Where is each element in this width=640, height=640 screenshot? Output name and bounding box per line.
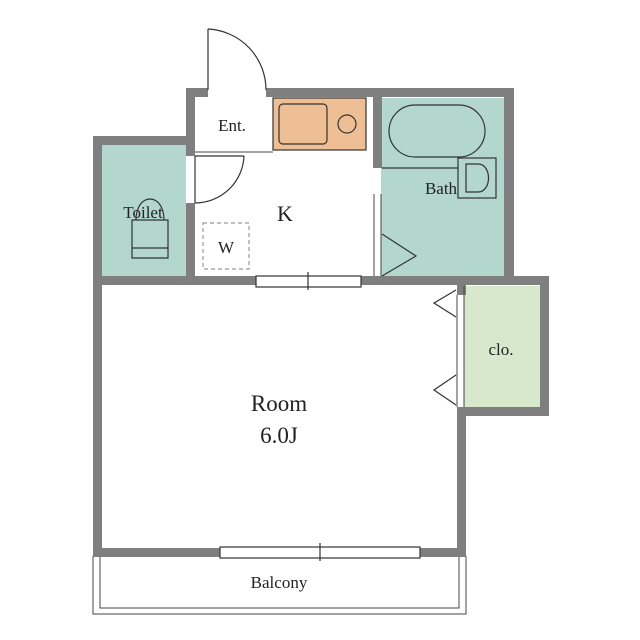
stove-icon — [337, 114, 357, 134]
entrance-door[interactable] — [207, 28, 267, 91]
bath-label: Bath — [425, 179, 458, 198]
closet-label: clo. — [488, 340, 513, 359]
washbasin-icon — [457, 157, 497, 199]
kitchen-counter — [272, 97, 367, 151]
bathtub-icon — [382, 104, 486, 169]
room-name-label: Room — [251, 391, 307, 416]
washer-label: W — [218, 238, 235, 257]
closet-doors[interactable] — [432, 286, 465, 407]
balcony-label: Balcony — [251, 573, 308, 592]
closet-area — [464, 286, 540, 407]
washer-space — [202, 222, 250, 270]
toilet-label: Toilet — [123, 203, 163, 222]
entrance-label: Ent. — [218, 116, 246, 135]
balcony-railing-inner — [99, 556, 460, 609]
toilet-area — [100, 145, 186, 276]
kitchen-label: K — [277, 201, 293, 226]
kitchen-sliding-door[interactable] — [255, 272, 362, 290]
sink-icon — [278, 103, 328, 145]
balcony-window[interactable] — [219, 543, 421, 561]
toilet-fixture-icon — [131, 198, 169, 259]
entrance-floor — [195, 97, 273, 152]
toilet-door[interactable] — [194, 155, 245, 204]
bath-door[interactable] — [373, 194, 418, 277]
balcony-railing — [92, 556, 467, 615]
room-size-label: 6.0J — [260, 423, 298, 448]
